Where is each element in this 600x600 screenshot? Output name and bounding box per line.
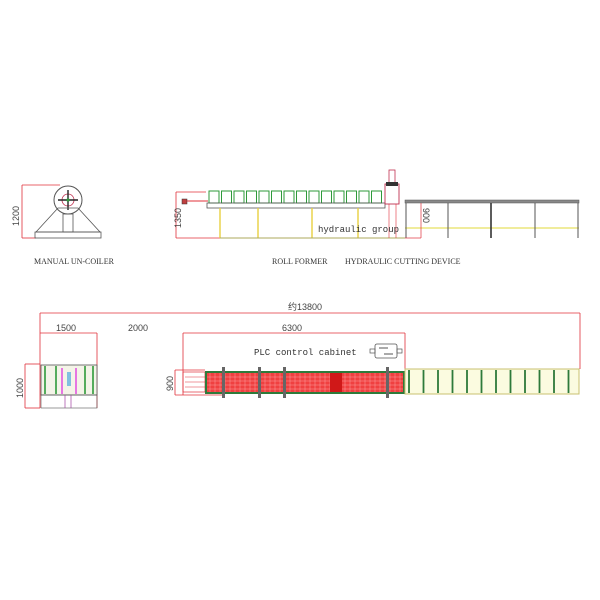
forming-stand xyxy=(233,190,245,204)
segment-3-dim: 6300 xyxy=(282,323,302,333)
forming-stand xyxy=(246,190,257,204)
forming-stand xyxy=(208,190,220,204)
hydraulic-group-label: hydraulic group xyxy=(318,225,399,235)
roll-former-label: ROLL FORMER xyxy=(272,257,328,266)
plc-cabinet-label: PLC control cabinet xyxy=(254,348,357,358)
plan-dimensions xyxy=(24,312,581,409)
forming-stand xyxy=(358,190,370,204)
segment-1-dim: 1500 xyxy=(56,323,76,333)
uncoiler-width-dim: 1000 xyxy=(15,378,25,398)
segment-2-dim: 2000 xyxy=(128,323,148,333)
forming-stand xyxy=(333,190,345,204)
forming-stand xyxy=(308,190,320,204)
forming-stand xyxy=(371,190,382,204)
cutting-device-side xyxy=(384,169,400,238)
roll-former-plan xyxy=(182,367,405,398)
total-length-dim: 约13800 xyxy=(288,301,322,312)
forming-stand xyxy=(346,190,357,204)
forming-stand xyxy=(258,190,270,204)
uncoiler-label: MANUAL UN-COILER xyxy=(34,257,115,266)
roll-former-side xyxy=(175,190,405,239)
cutting-device-label: HYDRAULIC CUTTING DEVICE xyxy=(345,257,461,266)
runout-table-plan xyxy=(404,368,580,395)
forming-stand xyxy=(283,190,295,204)
roll-former-width-dim: 900 xyxy=(165,376,175,391)
runout-height-dim: 900 xyxy=(421,208,431,223)
uncoiler-plan xyxy=(40,364,98,409)
roll-former-height-dim: 1350 xyxy=(173,208,183,228)
plc-cabinet-icon xyxy=(369,343,403,359)
forming-stand xyxy=(321,190,332,204)
runout-table-side xyxy=(404,199,580,239)
uncoiler-side xyxy=(21,184,102,239)
forming-stand xyxy=(271,190,282,204)
uncoiler-height-dim: 1200 xyxy=(11,206,21,226)
forming-stand xyxy=(296,190,307,204)
forming-stand xyxy=(221,190,232,204)
